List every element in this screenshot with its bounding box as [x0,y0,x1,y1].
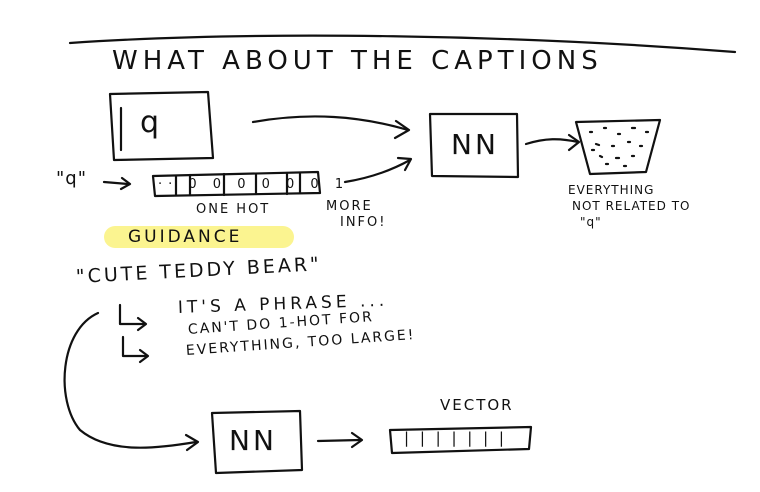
output-label-line-2: NOT RELATED TO [572,199,691,213]
image-box-label: q [140,105,162,140]
bullet-arrow-1 [118,303,147,326]
nn-label-bottom: NN [229,424,277,457]
page-title: WHAT ABOUT THE CAPTIONS [112,46,603,76]
top-rule-line [68,34,737,54]
onehot-label: ONE HOT [196,202,271,217]
arrow-quote-to-onehot [102,180,130,186]
nn-label-top: NN [451,128,499,161]
vector-strip [388,425,533,455]
guidance-highlight [104,226,294,248]
arrow-image-to-nn [251,115,410,132]
onehot-strip [151,170,322,198]
vector-label: VECTOR [440,396,514,414]
arrow-nn-to-vector [316,438,362,443]
arrow-nn-to-output-head [567,133,581,152]
bullet-arrow-2 [121,335,149,358]
output-dots [588,126,650,168]
arrow-phrase-to-nn-head [184,433,200,452]
output-container [574,118,662,176]
arrow-quote-to-onehot-head [119,176,132,191]
image-box [108,90,215,162]
arrow-onehot-to-nn-head [396,156,413,172]
arrow-phrase-to-nn [63,311,198,449]
arrow-nn-to-output [524,138,580,146]
bullet-arrow-1-head [136,316,148,332]
guidance-label: GUIDANCE [128,227,243,247]
arrow-onehot-to-nn [343,158,412,184]
bullet-arrow-2-head [138,348,150,364]
more-info-line-2: INFO! [340,215,387,230]
output-label-line-3: "q" [580,215,602,229]
output-label-line-1: EVERYTHING [568,183,655,197]
arrow-image-to-nn-head [393,119,411,140]
arrow-nn-to-vector-head [350,431,364,449]
more-info-line-1: MORE [326,199,373,214]
onehot-cells: ·· 0 0 0 0 0 0 1 [158,177,350,192]
input-quote-label: "q" [56,168,87,189]
nn-box-bottom [210,409,304,475]
nn-box-top [428,112,520,179]
vector-cells: | | | | | | | [404,429,507,447]
